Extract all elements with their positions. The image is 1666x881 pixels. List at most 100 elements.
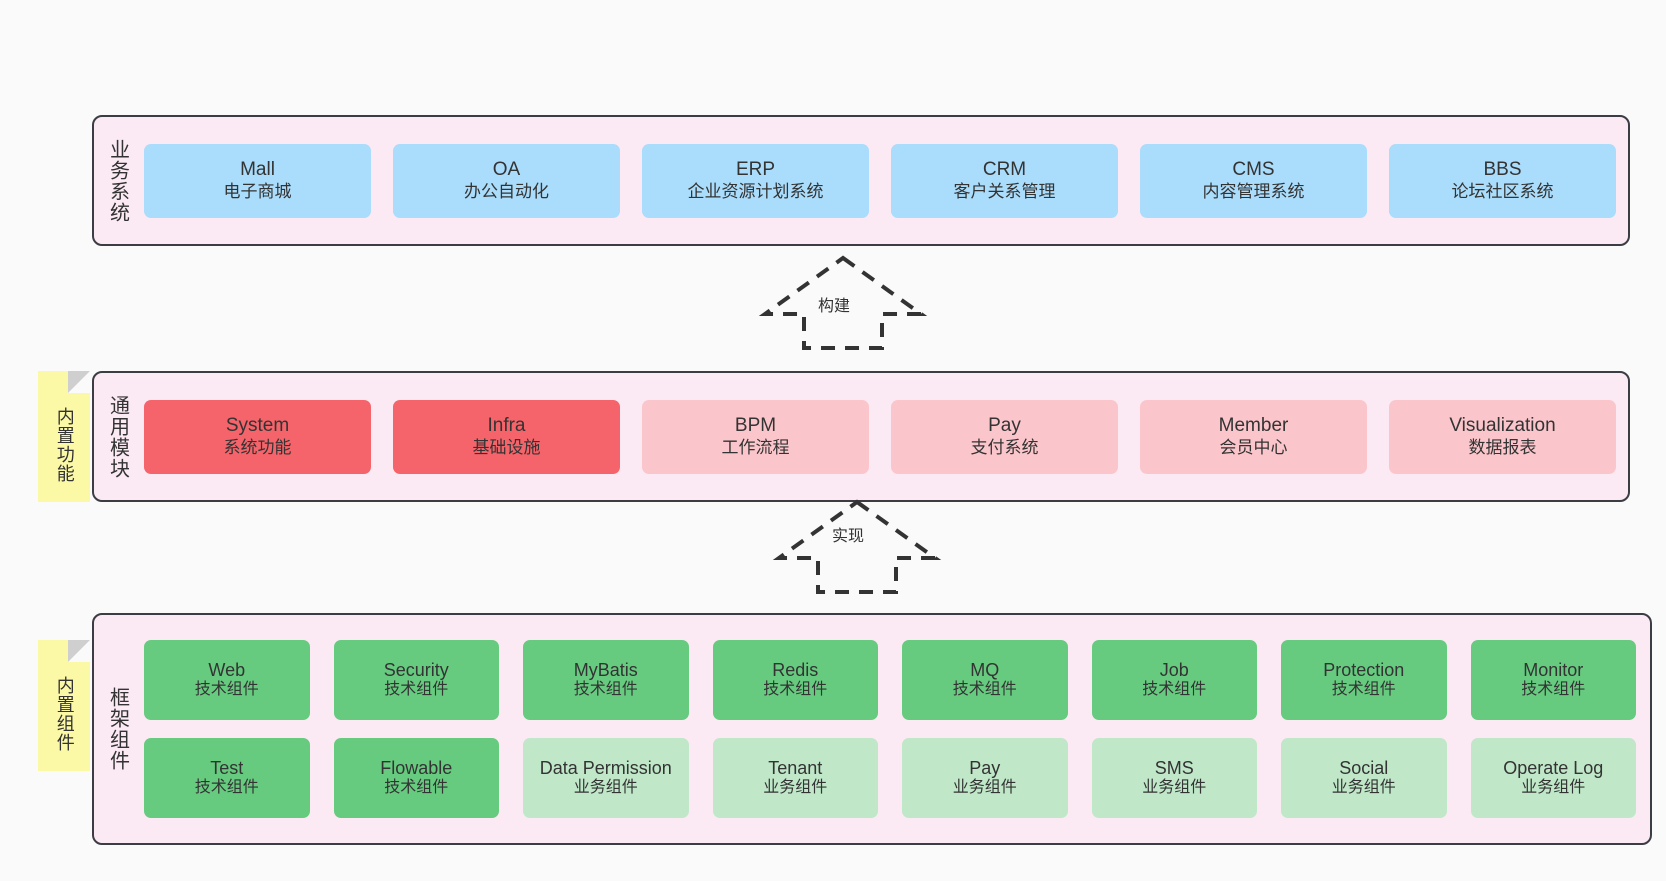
sticky-note-label: 内置组件 [54,675,75,752]
box-title-en: CMS [1232,159,1275,181]
box-system[interactable]: System 系统功能 [144,399,371,474]
box-cms[interactable]: CMS 内容管理系统 [1140,143,1367,218]
box-bpm[interactable]: BPM 工作流程 [642,399,869,474]
box-title-en: MyBatis [573,659,638,680]
box-title-cn: 技术组件 [1521,681,1586,699]
box-web[interactable]: Web 技术组件 [144,640,310,720]
box-redis[interactable]: Redis 技术组件 [712,640,878,720]
box-title-en: Social [1339,757,1389,778]
layer-boxes-framework-component: Web 技术组件 Security 技术组件 MyBatis 技术组件 Redi… [140,615,1650,843]
box-title-cn: 技术组件 [384,779,449,797]
box-title-cn: 技术组件 [763,681,828,699]
box-title-cn: 技术组件 [1142,681,1207,699]
box-title-en: Redis [772,659,819,680]
box-title-cn: 业务组件 [952,779,1017,797]
box-title-cn: 业务组件 [573,779,638,797]
box-title-en: Job [1159,659,1189,680]
box-title-cn: 电子商城 [223,181,292,201]
box-tenant[interactable]: Tenant 业务组件 [712,738,878,818]
connector-implement-arrow [772,499,942,594]
box-title-cn: 系统功能 [223,437,292,457]
box-data-permission[interactable]: Data Permission 业务组件 [523,738,689,818]
layer-framework-component: 框架组件 Web 技术组件 Security 技术组件 MyBatis 技术组件… [92,613,1652,845]
box-title-en: MQ [970,659,1000,680]
box-title-cn: 工作流程 [721,437,790,457]
box-title-cn: 业务组件 [1142,779,1207,797]
box-title-cn: 客户关系管理 [953,181,1056,201]
layer-boxes-common-module: System 系统功能 Infra 基础设施 BPM 工作流程 Pay 支付系统… [140,373,1628,500]
box-security[interactable]: Security 技术组件 [333,640,499,720]
box-erp[interactable]: ERP 企业资源计划系统 [642,143,869,218]
box-title-en: Protection [1323,659,1405,680]
box-title-en: Member [1218,415,1289,437]
box-title-en: Tenant [768,757,823,778]
box-title-cn: 业务组件 [763,779,828,797]
box-title-cn: 技术组件 [194,681,259,699]
box-social[interactable]: Social 业务组件 [1281,738,1447,818]
box-operate-log[interactable]: Operate Log 业务组件 [1470,738,1636,818]
box-title-cn: 办公自动化 [464,181,549,201]
box-pay-component[interactable]: Pay 业务组件 [902,738,1068,818]
box-title-en: Flowable [380,757,453,778]
sticky-note-builtin-function: 内置功能 [38,371,90,502]
box-title-cn: 论坛社区系统 [1451,181,1554,201]
box-visualization[interactable]: Visualization 数据报表 [1389,399,1616,474]
box-protection[interactable]: Protection 技术组件 [1281,640,1447,720]
box-mq[interactable]: MQ 技术组件 [902,640,1068,720]
box-title-cn: 技术组件 [573,681,638,699]
box-title-cn: 业务组件 [1331,779,1396,797]
sticky-note-builtin-component: 内置组件 [38,640,90,771]
layer-business-system: 业务系统 Mall 电子商城 OA 办公自动化 ERP 企业资源计划系统 CRM [92,115,1630,246]
box-title-en: OA [492,159,521,181]
box-job[interactable]: Job 技术组件 [1091,640,1257,720]
box-title-en: Security [383,659,449,680]
box-title-cn: 会员中心 [1219,437,1288,457]
box-title-en: BBS [1483,159,1522,181]
box-title-en: BPM [734,415,777,437]
box-title-en: CRM [982,159,1027,181]
box-title-cn: 支付系统 [970,437,1039,457]
box-title-en: Infra [487,415,526,437]
box-title-cn: 技术组件 [952,681,1017,699]
box-member[interactable]: Member 会员中心 [1140,399,1367,474]
box-infra[interactable]: Infra 基础设施 [393,399,620,474]
box-row: System 系统功能 Infra 基础设施 BPM 工作流程 Pay 支付系统… [144,399,1616,474]
box-title-en: Pay [969,757,1001,778]
box-title-en: Mall [240,159,275,181]
layer-title-framework-component: 框架组件 [106,687,129,771]
box-title-en: Data Permission [539,757,672,778]
box-oa[interactable]: OA 办公自动化 [393,143,620,218]
box-title-en: ERP [735,159,776,181]
box-bbs[interactable]: BBS 论坛社区系统 [1389,143,1616,218]
layer-common-module: 通用模块 System 系统功能 Infra 基础设施 BPM 工作流程 Pay [92,371,1630,502]
box-title-cn: 内容管理系统 [1202,181,1305,201]
sticky-note-label: 内置功能 [54,406,75,483]
box-title-cn: 基础设施 [472,437,541,457]
box-title-en: Pay [988,415,1021,437]
box-pay[interactable]: Pay 支付系统 [891,399,1118,474]
box-mall[interactable]: Mall 电子商城 [144,143,371,218]
box-monitor[interactable]: Monitor 技术组件 [1470,640,1636,720]
connector-label-implement: 实现 [832,528,865,545]
box-title-en: Operate Log [1503,757,1604,778]
layer-boxes-business-system: Mall 电子商城 OA 办公自动化 ERP 企业资源计划系统 CRM 客户关系… [140,117,1628,244]
box-sms[interactable]: SMS 业务组件 [1091,738,1257,818]
box-row: Test 技术组件 Flowable 技术组件 Data Permission … [144,738,1636,818]
box-title-en: Test [210,757,244,778]
layer-title-common-module: 通用模块 [106,394,129,479]
box-test[interactable]: Test 技术组件 [144,738,310,818]
box-title-en: SMS [1154,757,1194,778]
box-title-cn: 技术组件 [194,779,259,797]
box-mybatis[interactable]: MyBatis 技术组件 [523,640,689,720]
box-title-en: Web [208,659,246,680]
box-crm[interactable]: CRM 客户关系管理 [891,143,1118,218]
box-flowable[interactable]: Flowable 技术组件 [333,738,499,818]
box-row: Mall 电子商城 OA 办公自动化 ERP 企业资源计划系统 CRM 客户关系… [144,143,1616,218]
layer-title-business-system: 业务系统 [106,138,129,223]
box-title-en: Visualization [1449,415,1556,437]
box-row: Web 技术组件 Security 技术组件 MyBatis 技术组件 Redi… [144,640,1636,720]
connector-label-build: 构建 [818,298,851,315]
box-title-cn: 技术组件 [384,681,449,699]
box-title-cn: 业务组件 [1521,779,1586,797]
